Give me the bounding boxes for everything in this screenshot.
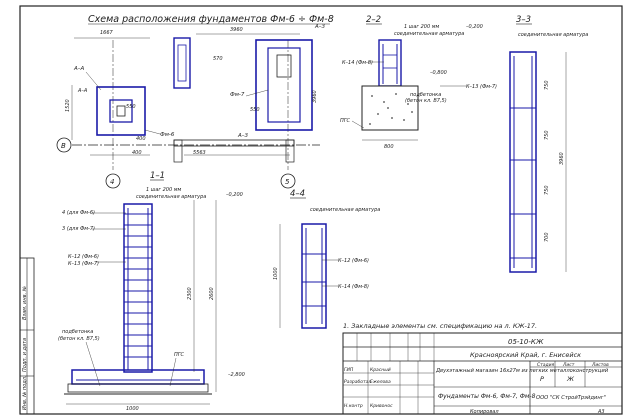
svg-text:(бетон кл. В7,5): (бетон кл. В7,5) [405,98,447,104]
svg-text:А–А: А–А [77,88,88,94]
svg-text:Кривонос: Кривонос [370,403,393,409]
strip-vzam: Взам. инв. № [22,286,28,320]
svg-text:570: 570 [213,56,223,62]
svg-text:подбетонка: подбетонка [410,92,441,98]
strip-sign: Подп. и дата [22,338,28,372]
stamp-object: Двухэтажный магазин 16х27м из легких мет… [435,368,609,374]
concrete-hatch [369,93,413,125]
svg-text:2600: 2600 [209,287,215,300]
svg-text:соединительная арматура: соединительная арматура [136,194,206,200]
fm6-plan [96,86,146,136]
svg-text:Фм-6: Фм-6 [160,132,175,138]
svg-text:К–13 (Фм-7): К–13 (Фм-7) [466,84,497,90]
svg-text:–0,200: –0,200 [226,192,243,198]
svg-text:400: 400 [136,136,146,142]
svg-text:А–А: А–А [73,66,85,72]
svg-text:1000: 1000 [273,267,279,280]
svg-text:750: 750 [544,130,550,140]
svg-text:3960: 3960 [230,27,243,33]
section-2-2-title: 2–2 [366,15,381,25]
svg-text:1000: 1000 [126,406,139,412]
svg-text:Красный: Красный [370,367,391,373]
section-3-3-title: 3–3 [516,15,531,25]
general-note: 1. Закладные элементы см. спецификацию н… [343,322,537,330]
svg-text:550: 550 [126,104,136,110]
svg-text:–2,800: –2,800 [228,372,245,378]
svg-text:Р: Р [540,375,544,383]
svg-text:550: 550 [250,107,260,113]
section-1-1-column [123,203,153,373]
svg-text:соединительная арматура: соединительная арматура [310,207,380,213]
svg-text:(бетон кл. В7,5): (бетон кл. В7,5) [58,336,100,342]
svg-text:1667: 1667 [100,30,114,36]
svg-text:700: 700 [544,232,550,242]
svg-text:1 шаг 200 мм: 1 шаг 200 мм [146,187,182,193]
svg-text:Копировал: Копировал [470,409,499,415]
section-2-2-footing [361,85,419,131]
svg-text:К–12 (Фм-6): К–12 (Фм-6) [68,254,99,260]
rebar-ladder [124,213,152,358]
svg-text:ПГС: ПГС [174,352,185,358]
svg-text:ГИП: ГИП [344,367,354,373]
svg-text:750: 750 [544,185,550,195]
section-3-3-cage [509,51,537,273]
strip-inv: Инв. № подл. [22,376,28,411]
svg-text:К–14 (Фм-8): К–14 (Фм-8) [342,60,373,66]
svg-text:Листов: Листов [591,362,609,368]
svg-text:соединительная арматура: соединительная арматура [394,31,464,37]
svg-text:1 шаг 200 мм: 1 шаг 200 мм [404,24,440,30]
svg-text:Ежелова: Ежелова [370,379,391,385]
stamp-location: Красноярский Край, г. Енисейск [470,351,581,359]
section-2-2-pier [378,39,402,87]
section-4-4-title: 4–4 [290,189,305,199]
svg-text:2300: 2300 [187,287,193,300]
svg-text:А–3: А–3 [314,24,326,30]
axis-b-bubble [56,137,72,153]
svg-text:3960: 3960 [312,90,318,103]
sheet-frame [19,5,623,415]
svg-text:5563: 5563 [193,150,206,156]
title-block [342,332,623,415]
svg-text:–0,200: –0,200 [466,24,483,30]
scheme-title: Схема расположения фундаментов Фм-6 ÷ Фм… [88,14,334,25]
svg-text:подбетонка: подбетонка [62,329,93,335]
svg-text:1520: 1520 [65,99,71,112]
axis-5-label: 5 [285,178,290,186]
stamp-org: ООО "СК СтройТрэйдинг" [536,395,606,401]
section-1-1-title: 1–1 [150,171,165,181]
svg-text:ПГС: ПГС [340,118,351,124]
svg-text:Ж: Ж [566,375,575,383]
axis-5-bubble [280,173,296,189]
section-4-4-cage [301,223,327,329]
svg-text:К–14 (Фм-8): К–14 (Фм-8) [338,284,369,290]
fm8-plan [255,39,313,131]
stamp-code: 05-10-КЖ [508,338,544,346]
svg-text:Стадия: Стадия [537,362,555,368]
svg-text:Н.контр: Н.контр [344,403,363,409]
svg-text:Разработал: Разработал [344,379,371,385]
svg-text:4 (для Фм-6): 4 (для Фм-6) [62,210,95,216]
svg-text:Лист: Лист [562,362,575,368]
svg-text:–0,800: –0,800 [430,70,447,76]
svg-text:Фм-7: Фм-7 [230,92,245,98]
axis-4-label: 4 [110,178,114,186]
svg-text:3960: 3960 [559,152,565,165]
svg-text:400: 400 [132,150,142,156]
svg-text:А–3: А–3 [237,133,249,139]
svg-text:К–12 (Фм-6): К–12 (Фм-6) [338,258,369,264]
svg-text:800: 800 [384,144,394,150]
svg-text:К–13 (Фм-7): К–13 (Фм-7) [68,261,99,267]
fm7-top-plan [173,37,191,89]
svg-text:750: 750 [544,80,550,90]
stamp-sheet-title: Фундаменты Фм-6, Фм-7, Фм-8 [438,393,536,400]
axis-4-bubble [105,173,121,189]
axis-b-label: В [61,142,66,150]
svg-text:3 (для Фм-7): 3 (для Фм-7) [62,226,95,232]
svg-text:соединительная арматура: соединительная арматура [518,32,588,38]
svg-text:A3: A3 [597,409,605,415]
